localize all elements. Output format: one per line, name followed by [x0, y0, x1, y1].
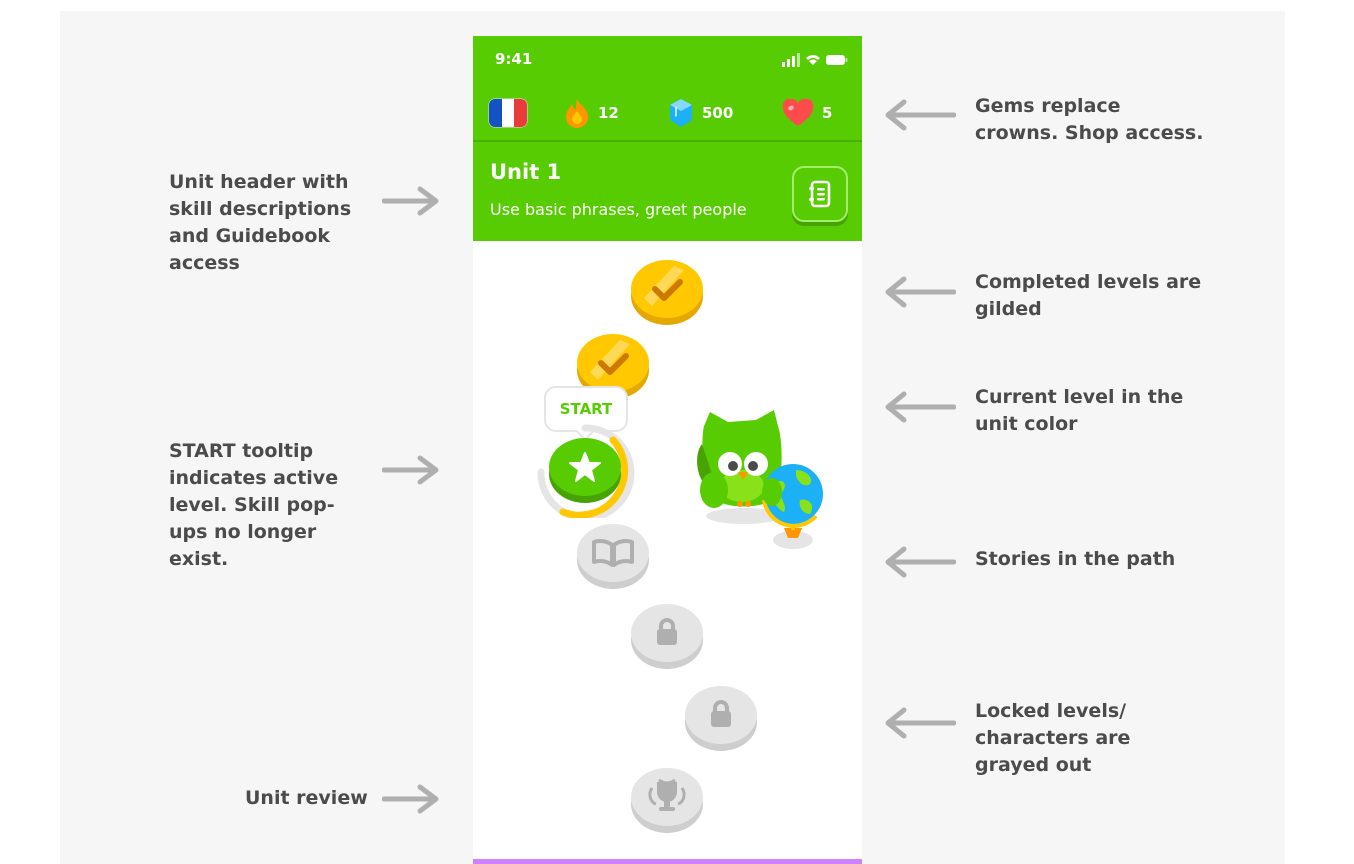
arrow-right-icon — [382, 455, 439, 485]
note-unit-review: Unit review — [245, 787, 368, 809]
note-gems: Gems replace crowns. Shop access. — [975, 95, 1204, 144]
heart-icon — [782, 99, 814, 126]
gems-counter[interactable]: 500 — [668, 98, 733, 128]
streak-count: 12 — [598, 104, 619, 122]
note-completed: Completed levels are gilded — [975, 271, 1202, 320]
completed-level-node[interactable] — [576, 332, 650, 404]
status-icons — [782, 52, 848, 72]
current-level-node[interactable] — [533, 424, 637, 522]
next-unit-strip — [473, 859, 862, 864]
unit-review-node[interactable] — [630, 766, 704, 838]
phone-screen: 9:41 — [473, 36, 862, 864]
note-current: Current level in the unit color — [975, 386, 1184, 435]
check-icon — [577, 334, 649, 399]
star-icon — [537, 424, 635, 522]
hearts-count: 5 — [822, 104, 833, 122]
arrow-left-icon — [885, 99, 956, 131]
arrow-right-icon — [382, 186, 439, 216]
language-selector[interactable] — [488, 98, 528, 128]
check-icon — [631, 260, 703, 325]
completed-level-node[interactable] — [630, 258, 704, 330]
france-flag-icon — [488, 98, 528, 128]
status-bar: 9:41 — [473, 36, 862, 86]
arrow-left-icon — [885, 707, 956, 739]
owl-icon — [697, 410, 823, 549]
arrow-right-icon — [382, 784, 439, 814]
locked-level-node[interactable] — [684, 684, 758, 756]
owl-mascot — [692, 404, 832, 558]
note-locked: Locked levels/ characters are grayed out — [975, 700, 1131, 776]
signal-wifi-battery-icon — [782, 53, 848, 67]
book-icon — [577, 524, 649, 589]
status-time: 9:41 — [495, 50, 533, 68]
gem-icon — [670, 99, 692, 127]
note-stories: Stories in the path — [975, 548, 1176, 570]
hearts-counter[interactable]: 5 — [782, 98, 832, 128]
unit-title: Unit 1 — [490, 160, 562, 184]
guidebook-icon — [809, 180, 831, 208]
arrow-left-icon — [885, 391, 956, 423]
note-start-tooltip: START tooltip indicates active level. Sk… — [169, 440, 339, 570]
locked-level-node[interactable] — [630, 602, 704, 674]
story-node[interactable] — [576, 522, 650, 594]
arrow-left-icon — [885, 276, 956, 308]
top-bar: 12 500 5 — [473, 86, 862, 142]
flame-icon — [566, 99, 588, 128]
streak-counter[interactable]: 12 — [564, 98, 619, 128]
trophy-icon — [631, 768, 703, 833]
guidebook-button[interactable] — [792, 166, 848, 222]
unit-subtitle: Use basic phrases, greet people — [490, 200, 747, 219]
lock-icon — [631, 604, 703, 669]
lock-icon — [685, 686, 757, 751]
arrow-left-icon — [885, 546, 956, 578]
gems-count: 500 — [702, 104, 734, 122]
unit-header: Unit 1 Use basic phrases, greet people — [473, 142, 862, 241]
note-unit-header: Unit header with skill descriptions and … — [169, 171, 352, 274]
